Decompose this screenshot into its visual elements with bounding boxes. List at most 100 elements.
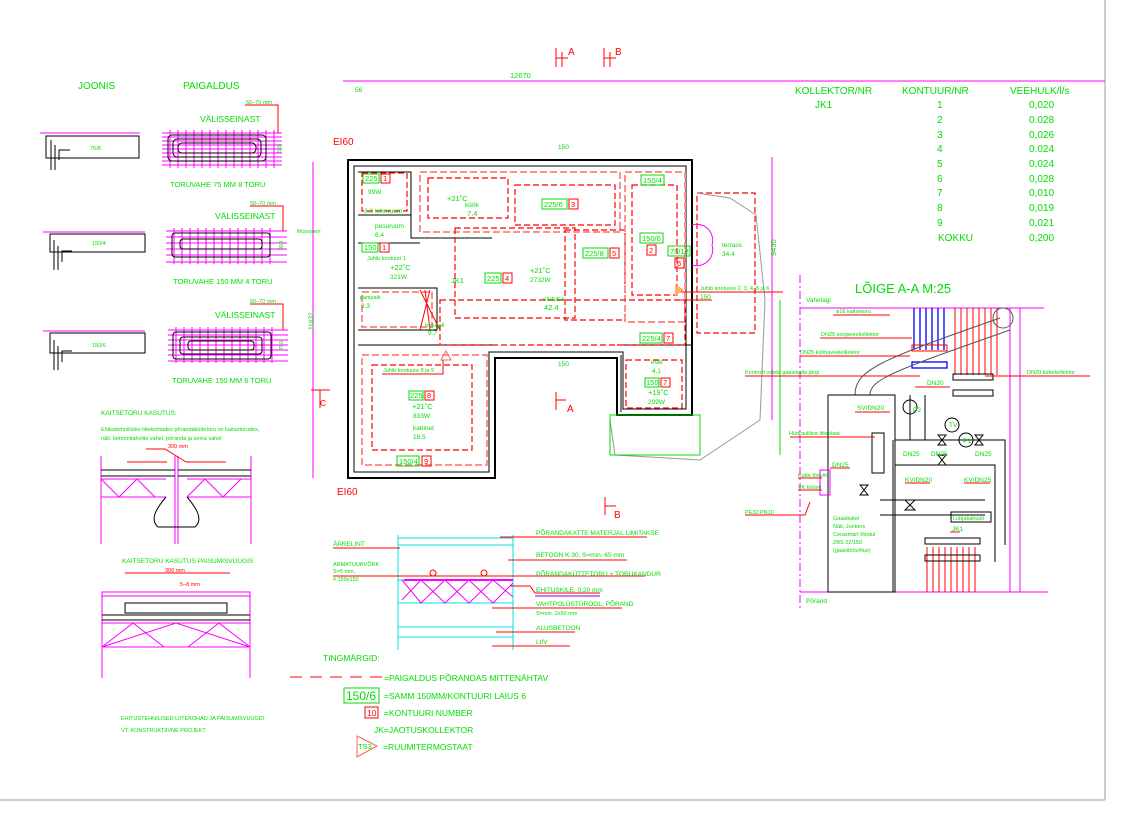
loop-code: 225 (365, 174, 378, 183)
section-title: LÕIGE A-A M:25 (855, 281, 951, 296)
legend-thermostat-code: TS3 (358, 742, 372, 751)
pattern-code: 150/6 (92, 343, 106, 349)
label-p2: P2 (913, 407, 921, 414)
room-kabinet: Juhib kontuure 8 ja 9 225 8 +21˚C 833W k… (382, 349, 452, 441)
loop-number: 6 (677, 259, 681, 268)
loop-2: 150/6 2 (639, 232, 664, 256)
section-marker-a-top: A (555, 47, 575, 67)
table-collector: JK1 (815, 100, 833, 111)
layer-concrete: BETOON K 30, S=min. 65 mm (536, 552, 624, 559)
loop-6: 75/12 6 (667, 245, 691, 269)
loop-code: 225 (410, 391, 423, 400)
jk1-collector-bottom (924, 554, 981, 562)
loop-note-right: Juhib kontuure 2, 3, 4, 5 ja 6 (700, 286, 769, 292)
label-check-boiler: Kontrolli valida gaasikatla järgi (745, 370, 819, 376)
thermo-valve-icon (944, 417, 960, 433)
table-header-flow: VEEHULK/l/s (1010, 86, 1069, 97)
loop-nr: 8 (937, 203, 943, 214)
label-vahelagi: Vahelagi (806, 297, 831, 304)
legend-collector: JK=JAOTUSKOLLEKTOR (374, 725, 473, 735)
loop-nr: 4 (937, 144, 943, 155)
heating-collector-top (952, 373, 994, 381)
room-pesuruum: pesuruum 6.4 150 1 Juhib kontuuri 1 +22˚… (361, 223, 411, 281)
thermostat-icon (356, 735, 379, 758)
room-power: 209W (648, 399, 666, 406)
symbols-legend: TINGMÄRGID: =PAIGALDUS PÕRANDAS MITTENÄH… (290, 653, 548, 758)
room-panipaik: panipaik 3.3 (360, 295, 381, 310)
loop-note: Juhib kontuuri 1 (367, 256, 406, 262)
wall-offset-label: 50–70 mm (250, 201, 276, 207)
loop-top: 150/4 (640, 174, 665, 186)
loop-nr: 2 (937, 115, 943, 126)
label-dn25-d: DN25 (832, 462, 849, 469)
flow-value: 0,010 (1029, 188, 1054, 199)
table-row: 2 0.028 (937, 115, 1054, 126)
label-dn25-c: DN25 (975, 451, 992, 458)
joint-dim: 300 mm (168, 444, 188, 450)
pattern-code: 75/8 (90, 146, 101, 152)
loop-number: 8 (427, 391, 431, 400)
structural-note-1: EHITUSTEHNILISED LIITEKOHAD JA PAISUMISV… (121, 716, 264, 722)
room-temp: +21˚C (530, 266, 551, 275)
label-dn25-a: DN25 (903, 451, 920, 458)
dimension-terrace: 9430 (769, 239, 778, 256)
dimension-150-right: 150 (700, 294, 711, 301)
room-temp: +22˚C (390, 263, 411, 272)
svg-text:C: C (320, 398, 326, 408)
loop-code: 150 (646, 378, 659, 387)
loop-number: 1 (383, 174, 387, 183)
pattern-caption: TORUVAHE 150 MM 4 TORU (173, 277, 272, 286)
loop-nr: 3 (937, 130, 943, 141)
section-marker-c: C (311, 389, 330, 408)
wall-label: Moossein (297, 229, 321, 235)
section-marker-b-bottom: B (604, 497, 621, 521)
terrace-outline (696, 192, 756, 334)
valve-icons (858, 434, 985, 511)
label-hot-collector: DN25 soojaveekollektor (821, 332, 879, 338)
room-trepihall: trepihall 9.7 (425, 323, 444, 337)
cold-water-collector (911, 361, 948, 369)
section-marker-b-top: B (603, 47, 622, 67)
pattern-caption: TORUVAHE 75 MM 8 TORU (170, 180, 265, 189)
loop-code: 150/4 (643, 176, 662, 185)
label-tv: TV (949, 422, 958, 429)
label-kv-dn25: KV/DN25 (964, 477, 991, 484)
fire-class-top: EI60 (333, 137, 354, 148)
structural-note-2: VT. KONSTRUKTIIVNE PROJEKT (121, 728, 206, 734)
layer-insulation: VAHTPOLÜSTÜROOL, PÕRAND (536, 599, 634, 608)
wall-offset-label: 50–70 mm (250, 299, 276, 305)
legend-box-text: =SAMM 150MM/KONTUURI LAIUS 6 (384, 691, 526, 701)
loop-number: 9 (424, 457, 428, 466)
room-name: köök (465, 202, 479, 209)
joint-detail-drawing: 300 mm (100, 444, 252, 544)
legend-thermostat-text: =RUUMITERMOSTAAT (383, 742, 473, 752)
table-header-loop: KONTUUR/NR (902, 86, 969, 97)
flow-value: 0.028 (1029, 115, 1054, 126)
loop-5: 225/8 5 (582, 247, 620, 259)
room-area: 7.4 (467, 209, 477, 218)
room-esik: esik 4.1 150 7 +19˚C 209W (644, 359, 671, 406)
layer-sand: LIIV (536, 639, 548, 646)
wall-label: VÄLISSEINAST (215, 211, 275, 221)
loop-number: 7 (666, 334, 670, 343)
wall-label: VÄLISSEINAST (200, 114, 260, 124)
room-power: 833W (413, 413, 431, 420)
label-cold-collector: DN25 külmaveekollektor (800, 350, 860, 356)
hot-water-collector (911, 344, 948, 352)
room-power: 2732W (530, 277, 551, 284)
room-name: elutuba (543, 296, 565, 303)
joonis-heading: JOONIS (78, 81, 116, 92)
loop-number: 7 (663, 378, 667, 387)
loop-code: 75/12 (670, 247, 689, 256)
layer-base-concrete: ALUSBETOON (536, 625, 581, 632)
loop-3: 225/6 3 (541, 198, 579, 210)
loop-code: 150 (364, 243, 377, 252)
boiler-label-5: (gaasitöövõtus) (833, 548, 871, 554)
room-area: 6.4 (375, 232, 384, 239)
layer-membrane: EHITUSKILE, 0,20 mm (536, 587, 603, 594)
loop-code: 150/6 (642, 234, 661, 243)
